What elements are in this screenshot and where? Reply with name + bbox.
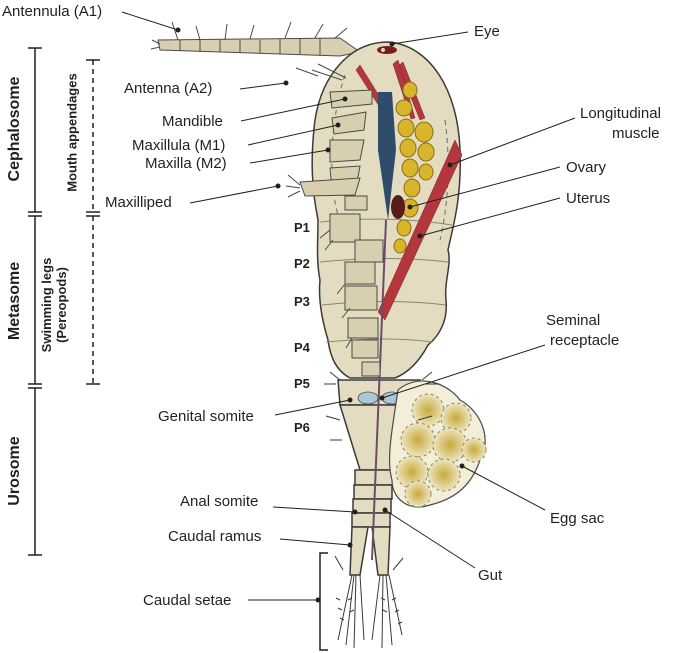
leg-label-p3: P3 — [294, 294, 310, 309]
group-swimming-legs-line2: (Pereopods) — [54, 267, 69, 343]
label-caudal-ramus: Caudal ramus — [168, 528, 262, 545]
appendage-group-brackets — [86, 59, 100, 385]
label-longitudinal-muscle-1: Longitudinal — [580, 105, 661, 122]
ovary-chain — [393, 81, 435, 254]
leg-label-p4: P4 — [294, 340, 310, 355]
eye-shape — [377, 46, 397, 54]
label-maxillula: Maxillula (M1) — [132, 137, 226, 154]
label-egg-sac: Egg sac — [550, 510, 605, 527]
leg-label-p2: P2 — [294, 256, 310, 271]
mouth-appendages — [285, 63, 373, 198]
region-cephalosome: Cephalosome — [6, 76, 23, 182]
antennula-appendage — [150, 21, 362, 57]
label-maxilliped: Maxilliped — [105, 194, 172, 211]
group-mouth-appendages: Mouth appendages — [64, 73, 80, 192]
ovary-shape — [391, 195, 405, 219]
leg-label-p6: P6 — [294, 420, 310, 435]
label-maxilla: Maxilla (M2) — [145, 155, 227, 172]
label-seminal-receptacle-2: receptacle — [550, 332, 620, 349]
label-eye: Eye — [474, 23, 500, 40]
label-mandible: Mandible — [162, 113, 223, 130]
leader-dots — [175, 27, 465, 603]
leg-label-p5: P5 — [294, 376, 310, 391]
body-setae — [324, 371, 438, 441]
label-uterus: Uterus — [566, 190, 611, 207]
label-ovary: Ovary — [566, 159, 607, 176]
label-genital-somite: Genital somite — [158, 408, 254, 425]
swimming-legs — [319, 195, 384, 377]
group-swimming-legs-line1: Swimming legs — [39, 257, 54, 353]
gut-tube — [371, 219, 387, 561]
label-anal-somite: Anal somite — [180, 493, 259, 510]
group-swimming-legs: Swimming legs (Pereopods) — [39, 250, 69, 360]
label-seminal-receptacle-1: Seminal — [546, 312, 601, 329]
leg-label-p1: P1 — [294, 220, 310, 235]
label-caudal-setae: Caudal setae — [143, 592, 232, 609]
label-antennula: Antennula (A1) — [2, 3, 103, 20]
region-urosome: Urosome — [6, 436, 23, 506]
caudal-setae-bracket — [319, 552, 328, 651]
region-metasome: Metasome — [6, 261, 23, 341]
egg-sac-shape — [388, 380, 487, 508]
caudal-setae-shape — [334, 555, 404, 649]
label-antenna: Antenna (A2) — [124, 80, 213, 97]
gut-foregut — [378, 92, 396, 220]
leader-lines — [121, 11, 576, 601]
label-gut: Gut — [478, 567, 503, 584]
region-brackets — [28, 47, 42, 556]
label-longitudinal-muscle-2: muscle — [612, 125, 660, 142]
